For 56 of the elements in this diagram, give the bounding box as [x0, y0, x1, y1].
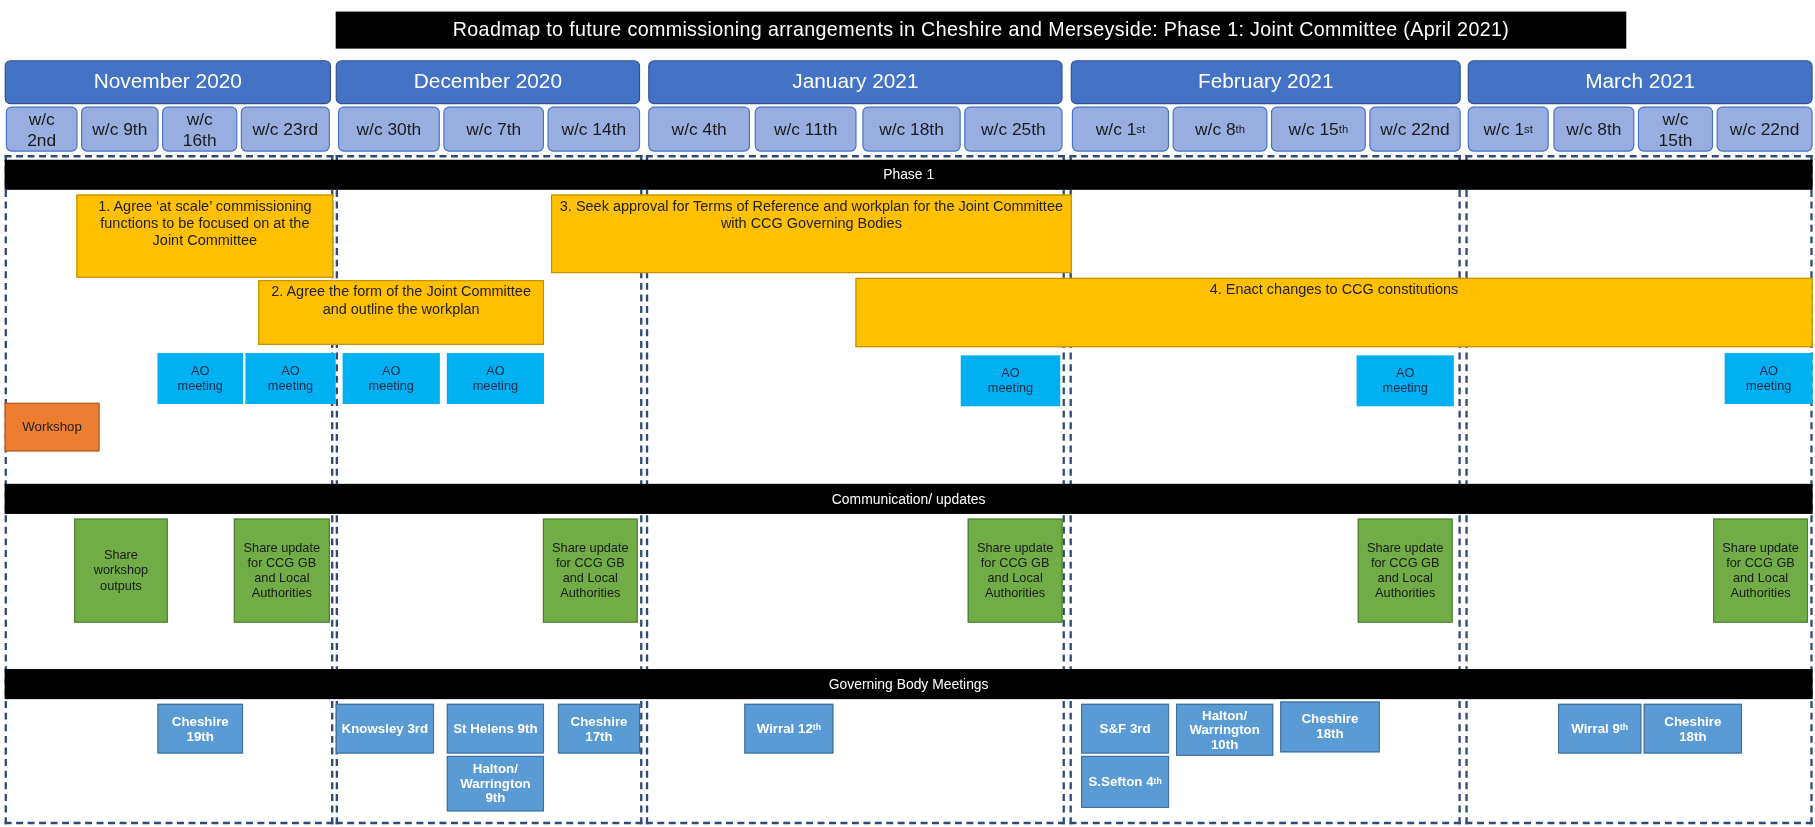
meeting-box: AO meeting — [446, 353, 545, 404]
meeting-box: AO meeting — [342, 353, 440, 404]
week-cell: w/c 8th — [1553, 106, 1635, 152]
week-cell: w/c 7th — [443, 106, 545, 152]
update-box: Share update for CCG GB and Local Authorities — [1357, 518, 1453, 623]
week-cell: w/c 25th — [964, 106, 1063, 152]
week-cell: w/c 15th — [1637, 106, 1714, 152]
month-header: December 2020 — [335, 60, 641, 105]
section-band: Phase 1 — [4, 159, 1813, 190]
week-cell: w/c 2nd — [5, 106, 78, 152]
week-cell: w/c 4th — [648, 106, 751, 152]
week-cell: w/c 8$^{th}$ — [1172, 106, 1268, 152]
governing-body-meeting-box: Halton/ Warrington 10th — [1176, 703, 1274, 756]
task-bar: 3. Seek approval for Terms of Reference and workplan for the Joint Committee with CCG Governing Bodies — [550, 194, 1072, 274]
week-cell: w/c 18th — [862, 106, 961, 152]
governing-body-meeting-box: Cheshire 19th — [157, 703, 244, 754]
node-label: AO meeting — [267, 363, 314, 393]
task-bar: 4. Enact changes to CCG constitutions — [855, 277, 1813, 348]
meeting-box: AO meeting — [960, 355, 1061, 407]
month-header: November 2020 — [4, 60, 332, 105]
task-bar: 1. Agree ‘at scale’ commissioning functions to be focused on at the Joint Committee — [76, 194, 334, 278]
governing-body-meeting-box: Cheshire 18th — [1643, 703, 1743, 754]
governing-body-meeting-box: St Helens 9th — [446, 703, 545, 754]
task-bar: 2. Agree the form of the Joint Committee and outline the workplan — [258, 280, 545, 345]
governing-body-meeting-box: Halton/ Warrington 9th — [446, 755, 545, 812]
week-cell: w/c 16th — [162, 106, 238, 152]
update-box: Share update for CCG GB and Local Authorities — [233, 518, 330, 623]
governing-body-meeting-box: S&F 3rd — [1081, 703, 1170, 754]
month-header: February 2021 — [1070, 60, 1461, 105]
week-cell: w/c 15$^{th}$ — [1270, 106, 1366, 152]
week-cell: w/c 1$^{st}$ — [1071, 106, 1170, 152]
week-cell: w/c 11th — [754, 106, 857, 152]
week-cell: w/c 9th — [81, 106, 159, 152]
meeting-box: AO meeting — [245, 353, 336, 404]
week-cell: w/c 23rd — [240, 106, 330, 152]
update-box: Share update for CCG GB and Local Authorities — [1713, 518, 1808, 623]
month-header: January 2021 — [648, 60, 1063, 105]
week-cell: w/c 22nd — [1716, 106, 1813, 152]
week-cell: w/c 30th — [338, 106, 440, 152]
governing-body-meeting-box: Cheshire 18th — [1280, 701, 1380, 753]
update-box: Share update for CCG GB and Local Authorities — [967, 518, 1063, 623]
governing-body-meeting-box: Cheshire 17th — [557, 703, 641, 754]
section-band: Communication/ updates — [4, 483, 1813, 514]
month-header: March 2021 — [1467, 60, 1813, 105]
title-banner: Roadmap to future commissioning arrangements in Cheshire and Merseyside: Phase 1: Joint Committee (April 2021) — [335, 11, 1627, 49]
governing-body-meeting-box: Knowsley 3rd — [335, 703, 435, 754]
meeting-box: AO meeting — [157, 353, 244, 404]
section-band: Governing Body Meetings — [4, 669, 1813, 700]
update-box: Share workshop outputs — [74, 518, 168, 623]
workshop-box: Workshop — [4, 402, 100, 452]
meeting-box: AO meeting — [1356, 355, 1454, 407]
update-box: Share update for CCG GB and Local Authorities — [542, 518, 638, 623]
meeting-box: AO meeting — [1724, 353, 1813, 404]
week-cell: w/c 14th — [547, 106, 641, 152]
week-cell: w/c 1$^{st}$ — [1467, 106, 1549, 152]
week-cell: w/c 22nd — [1369, 106, 1461, 152]
